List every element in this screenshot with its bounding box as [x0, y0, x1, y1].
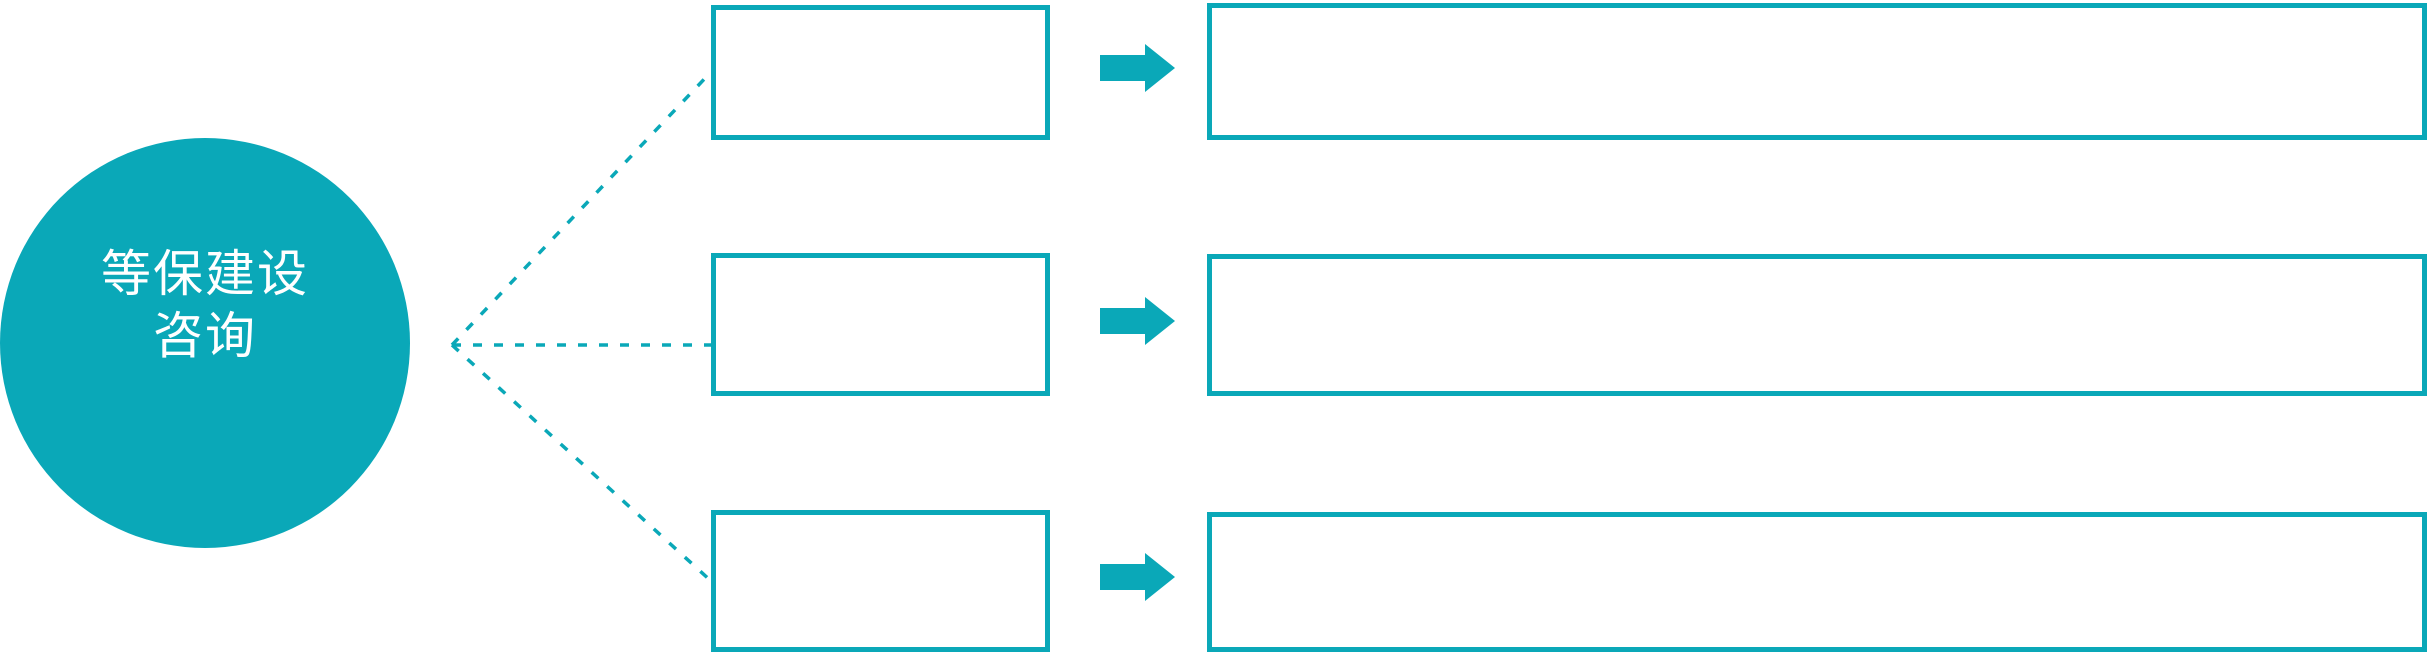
arrow-right-icon-row-2 — [1100, 297, 1175, 345]
connector-line-row-1 — [450, 70, 713, 347]
arrow-right-icon-row-3 — [1100, 553, 1175, 601]
hub-circle[interactable] — [0, 138, 410, 548]
detail-box-row-3[interactable] — [1207, 512, 2427, 652]
arrow-right-icon-row-1 — [1100, 44, 1175, 92]
node-box-row-3[interactable] — [711, 510, 1050, 652]
node-box-row-1[interactable] — [711, 5, 1050, 140]
detail-box-row-2[interactable] — [1207, 254, 2427, 396]
node-box-row-2[interactable] — [711, 253, 1050, 396]
connector-line-row-3 — [450, 343, 713, 583]
detail-box-row-1[interactable] — [1207, 3, 2427, 140]
